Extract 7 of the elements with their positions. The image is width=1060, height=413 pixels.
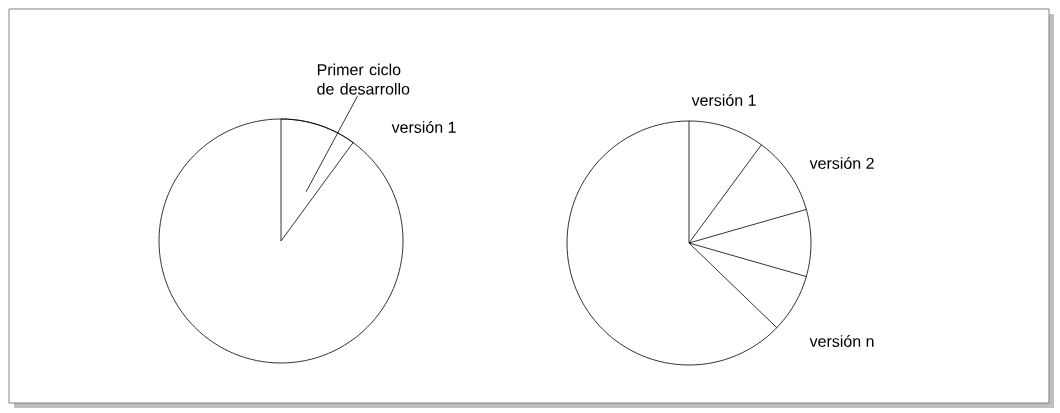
leader-line	[305, 95, 358, 193]
callout-text: Primer ciclo de desarrollo	[317, 63, 410, 95]
segment-label: versión n	[809, 335, 874, 347]
segment-label: versión 1	[391, 121, 456, 133]
segment-label: versión 2	[809, 157, 874, 169]
pie-sector	[280, 118, 354, 242]
segment-label: versión 1	[691, 94, 756, 106]
